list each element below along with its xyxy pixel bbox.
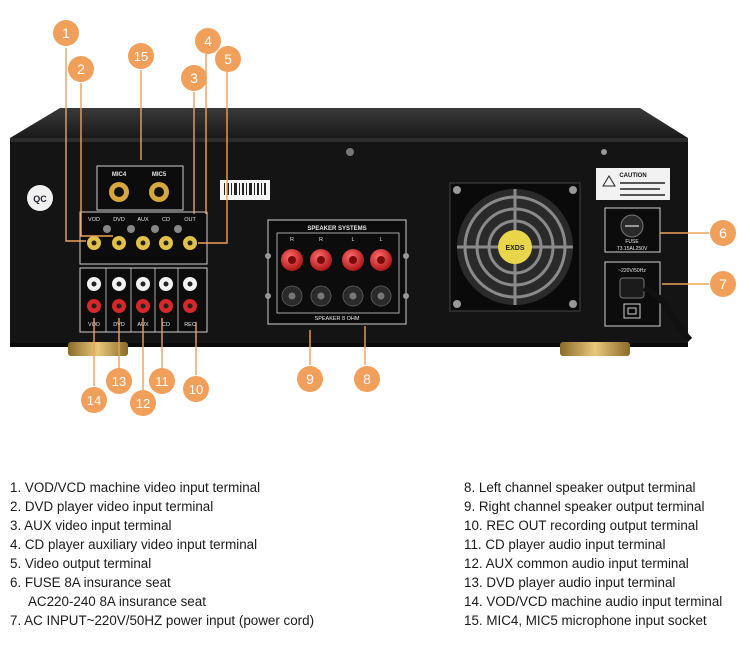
- legend-item: 8. Left channel speaker output terminal: [464, 480, 696, 495]
- audio-label-rec: REC: [184, 322, 196, 328]
- callout-8: 8: [354, 366, 380, 392]
- legend-item: 6. FUSE 8A insurance seat: [10, 575, 171, 590]
- legend-item: 1. VOD/VCD machine video input terminal: [10, 480, 261, 495]
- video-label-cd: CD: [162, 217, 170, 223]
- video-label-vod: VOD: [88, 217, 100, 223]
- callout-9: 9: [297, 366, 323, 392]
- mic5-label: MIC5: [152, 172, 167, 178]
- speaker-title: SPEAKER SYSTEMS: [307, 226, 366, 232]
- legend-item: 4. CD player auxiliary video input termi…: [10, 537, 258, 552]
- callouts: 1 2 3 4 5 6 7 8 9 10 11 12 13 14 15: [53, 20, 736, 416]
- callout-2-label: 2: [77, 61, 85, 77]
- fuse-holder: FUSE T3.15AL250V: [604, 207, 661, 253]
- legend-item: 2. DVD player video input terminal: [10, 499, 214, 514]
- callout-1: 1: [53, 20, 79, 46]
- callout-10: 10: [183, 376, 209, 402]
- power-label: ~220V/50Hz: [618, 268, 646, 274]
- mic-input-panel: MIC4 MIC5: [96, 165, 184, 211]
- legend-item: 13. DVD player audio input terminal: [464, 575, 676, 590]
- callout-13: 13: [106, 368, 132, 394]
- legend-item: 14. VOD/VCD machine audio input terminal: [464, 594, 723, 609]
- video-label-dvd: DVD: [113, 217, 125, 223]
- cooling-fan: EXDS: [449, 182, 581, 312]
- legend-item: 10. REC OUT recording output terminal: [464, 518, 699, 533]
- callout-6: 6: [710, 220, 736, 246]
- callout-9-label: 9: [306, 371, 314, 387]
- callout-14: 14: [81, 387, 107, 413]
- audio-label-cd: CD: [162, 322, 170, 328]
- mic4-label: MIC4: [112, 172, 127, 178]
- callout-2: 2: [68, 56, 94, 82]
- callout-12-label: 12: [136, 396, 150, 411]
- legend-item: 7. AC INPUT~220V/50HZ power input (power…: [10, 613, 315, 628]
- video-jack-row: VOD DVD AUX CD OUT: [79, 211, 208, 265]
- speaker-ohm-label: SPEAKER 8 OHM: [315, 316, 360, 322]
- audio-jack-block: VOD DVD AUX CD REC: [79, 267, 208, 333]
- legend-item-continuation: AC220-240 8A insurance seat: [28, 594, 206, 609]
- speaker-ch-l1: L: [351, 237, 354, 243]
- speaker-ch-l2: L: [379, 237, 382, 243]
- speaker-ch-r1: R: [290, 237, 294, 243]
- legend-item: 5. Video output terminal: [10, 556, 152, 571]
- legend-item: 15. MIC4, MIC5 microphone input socket: [464, 613, 707, 628]
- amplifier-rear-panel-diagram: QC MIC4 MIC5 VOD DVD AUX CD OUT: [10, 20, 736, 416]
- callout-7: 7: [710, 271, 736, 297]
- fuse-label: FUSE: [625, 239, 639, 245]
- callout-15: 15: [128, 43, 154, 69]
- fuse-rating: T3.15AL250V: [617, 246, 648, 252]
- callout-10-label: 10: [189, 382, 203, 397]
- callout-3: 3: [181, 65, 207, 91]
- callout-12: 12: [130, 390, 156, 416]
- caution-text: CAUTION: [619, 173, 646, 179]
- legend-item: 12. AUX common audio input terminal: [464, 556, 689, 571]
- qc-sticker: QC: [27, 185, 53, 211]
- legend-right-column: 8. Left channel speaker output terminal …: [464, 478, 722, 630]
- callout-3-label: 3: [190, 70, 198, 86]
- legend-item: 9. Right channel speaker output terminal: [464, 499, 705, 514]
- callout-11: 11: [149, 368, 175, 394]
- qc-text: QC: [33, 194, 47, 204]
- callout-15-label: 15: [134, 49, 148, 64]
- barcode-sticker: [220, 180, 270, 200]
- speaker-ch-r2: R: [319, 237, 323, 243]
- callout-7-label: 7: [719, 276, 727, 292]
- callout-4-label: 4: [204, 33, 212, 49]
- legend-item: 11. CD player audio input terminal: [464, 537, 666, 552]
- callout-5: 5: [215, 46, 241, 72]
- legend-item: 3. AUX video input terminal: [10, 518, 172, 533]
- caution-label: CAUTION: [596, 149, 670, 200]
- video-label-aux: AUX: [137, 217, 149, 223]
- video-label-out: OUT: [184, 217, 196, 223]
- callout-1-label: 1: [62, 25, 70, 41]
- callout-5-label: 5: [224, 51, 232, 67]
- callout-11-label: 11: [155, 374, 169, 389]
- callout-13-label: 13: [112, 374, 126, 389]
- speaker-terminal-panel: SPEAKER SYSTEMS R R L L SPEAKER 8 OHM: [265, 219, 409, 325]
- callout-6-label: 6: [719, 225, 727, 241]
- callout-leader-lines: [65, 48, 709, 390]
- callout-14-label: 14: [87, 393, 101, 408]
- fan-brand-label: EXDS: [505, 245, 524, 252]
- gold-feet: [68, 342, 630, 356]
- power-input: ~220V/50Hz: [604, 261, 693, 343]
- callout-8-label: 8: [363, 371, 371, 387]
- legend-left-column: 1. VOD/VCD machine video input terminal …: [10, 478, 314, 630]
- callout-4: 4: [195, 28, 221, 54]
